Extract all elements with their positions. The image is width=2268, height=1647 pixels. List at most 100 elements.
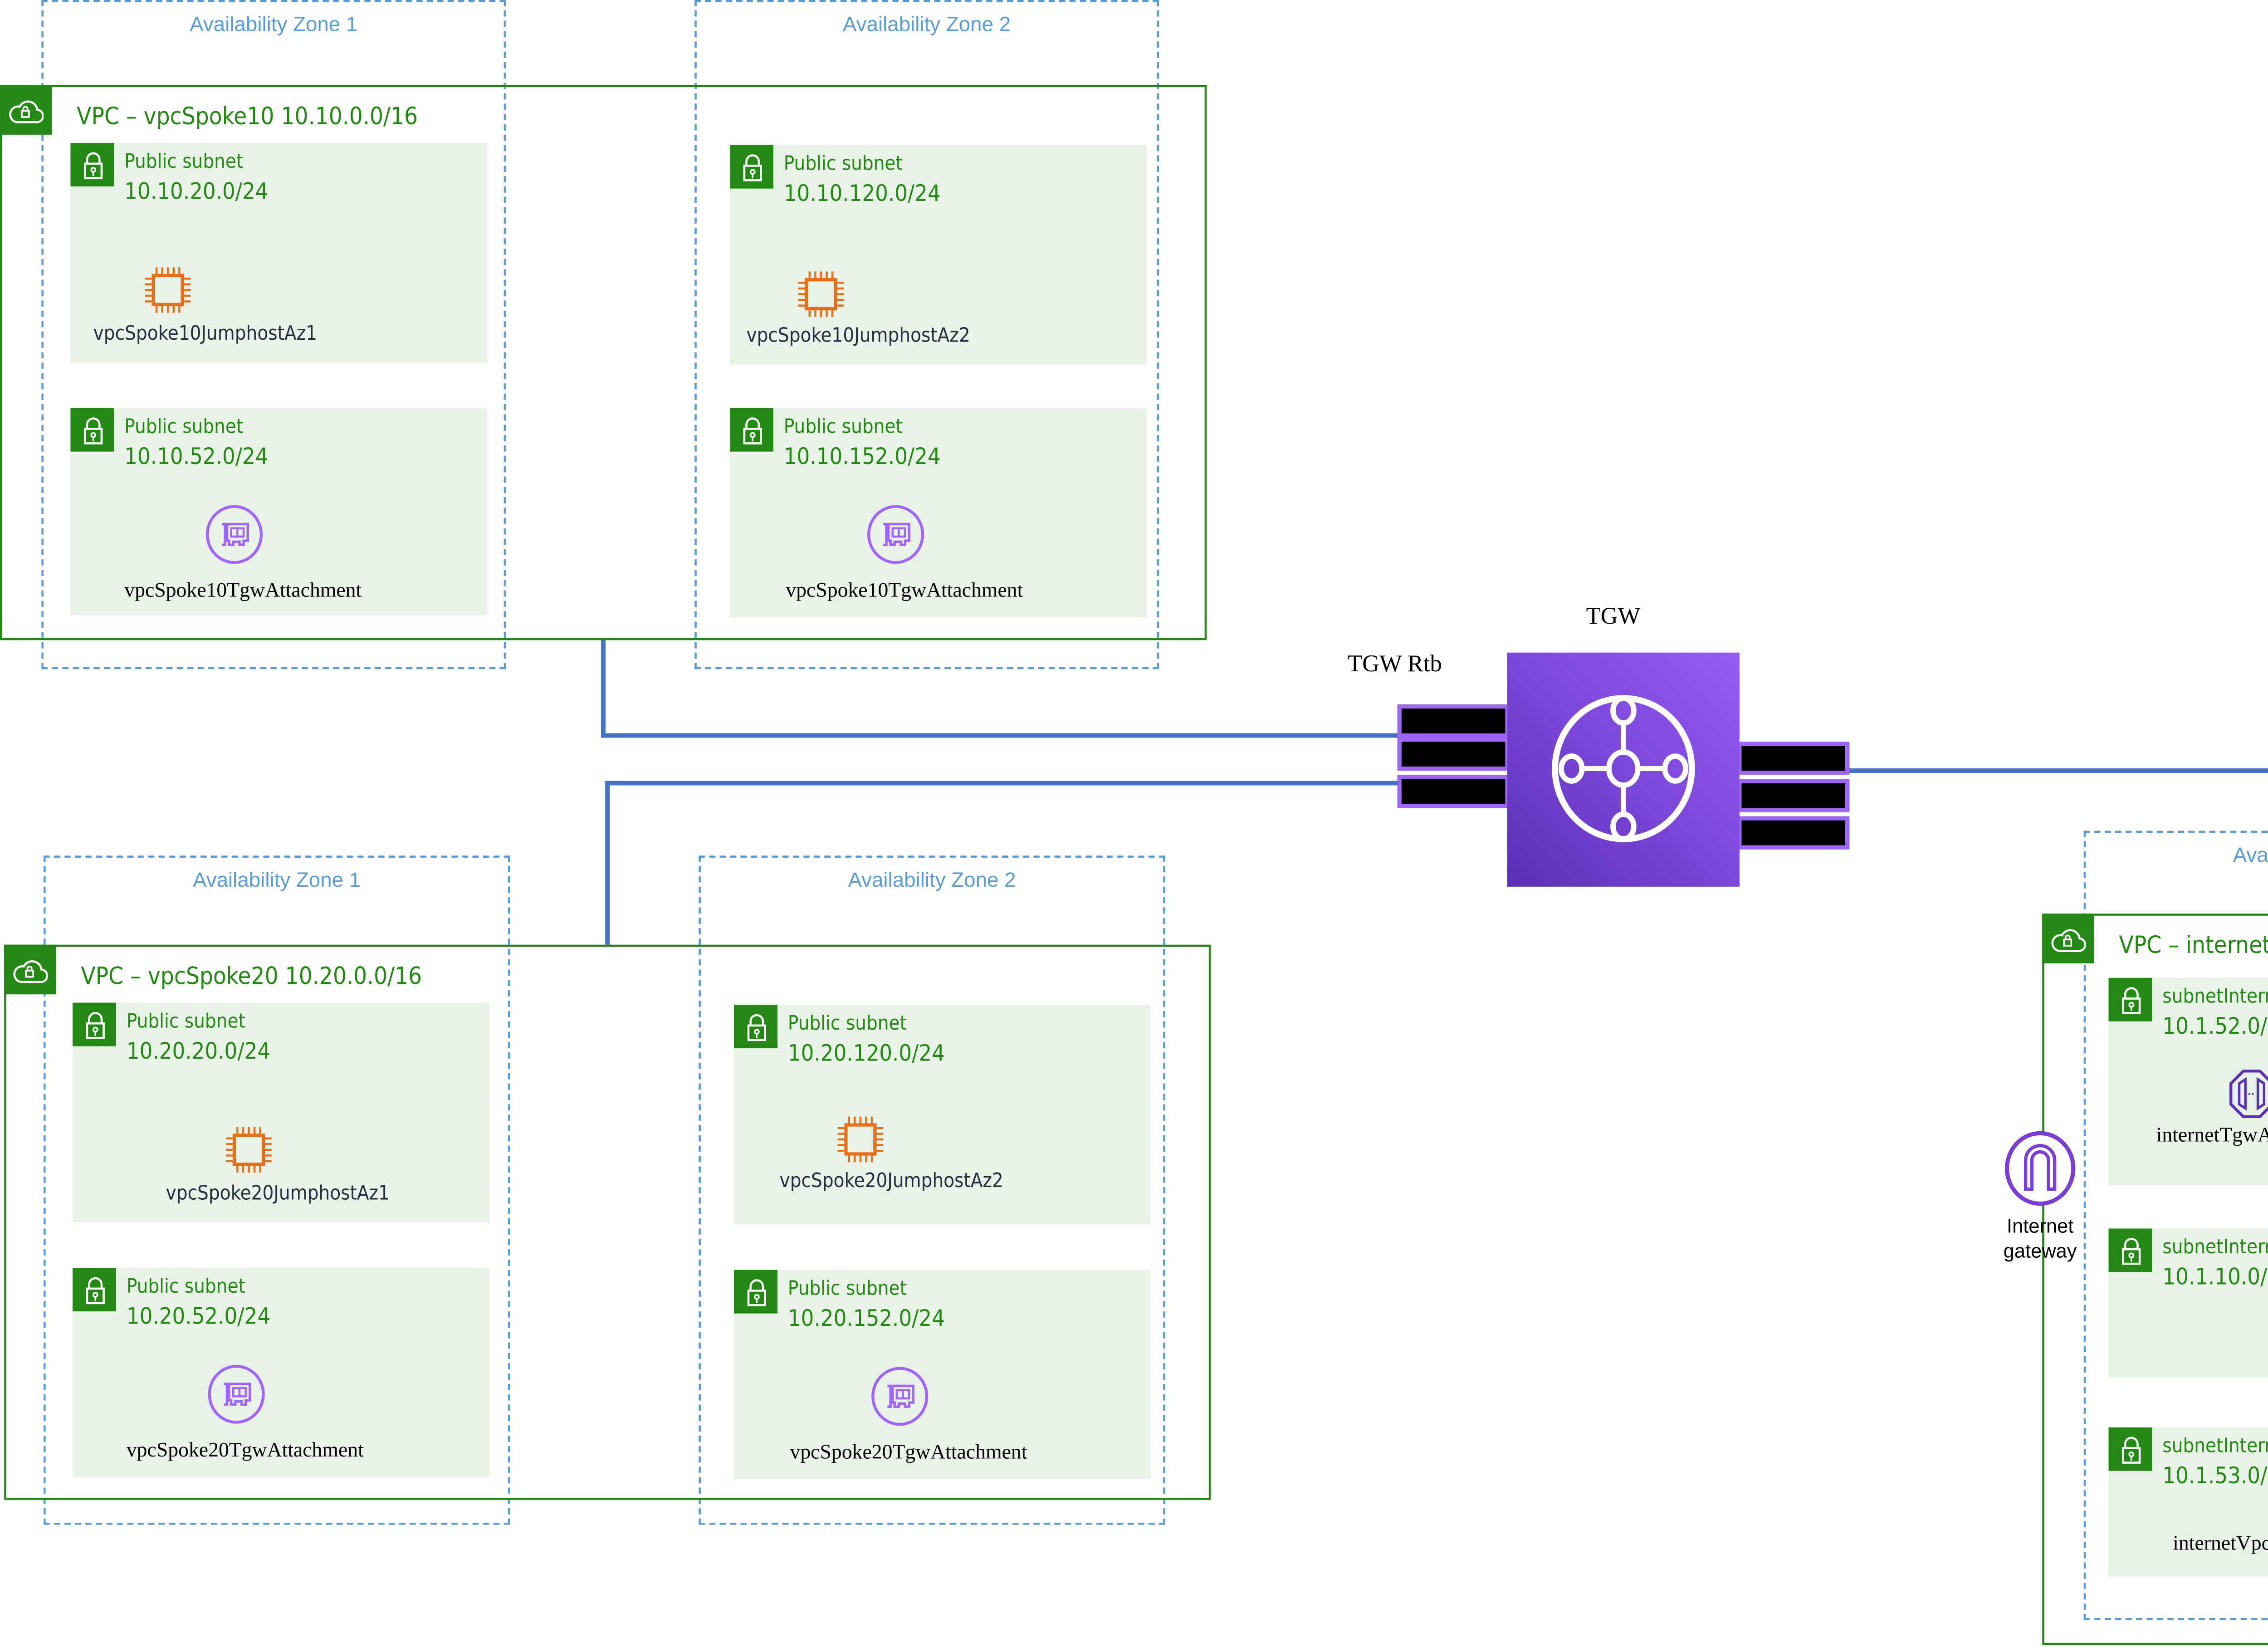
subnet-internet-natg-az1[interactable]: subnetInternetNatgAz1 10.1.53.0/24 inter…: [2108, 1427, 2268, 1577]
subnet-lock-icon: [72, 1002, 116, 1046]
resource-label: vpcSpoke20TgwAttachment: [790, 1442, 1027, 1465]
subnet-lock-icon: [2108, 1228, 2152, 1272]
transit-gateway[interactable]: [1507, 652, 1740, 887]
subnet-cidr: 10.20.120.0/24: [787, 1040, 945, 1067]
subnet-cidr: 10.10.20.0/24: [124, 178, 269, 205]
availability-zone-2: Availability Zone 2: [699, 855, 1165, 1525]
availability-zone-1: Availability Zone 1: [43, 855, 510, 1525]
internet-gateway-label: Internet gateway: [1990, 1216, 2090, 1266]
vpc-internet[interactable]: VPC – internetVpc 10.1.0.0/16: [2042, 914, 2268, 1645]
subnet-spoke10-az1-jumphost[interactable]: Public subnet 10.10.20.0/24 vpcSpoke10Ju…: [70, 143, 488, 363]
subnet-cidr: 10.10.152.0/24: [783, 443, 941, 470]
internet-gateway-label-line2: gateway: [2003, 1241, 2077, 1264]
subnet-name: Public subnet: [783, 416, 903, 440]
tgw-label: TGW: [1586, 605, 1641, 630]
az-label: Availability Zone 1: [193, 870, 361, 893]
availability-zone-2: Availability Zone 2: [694, 0, 1159, 670]
ec2-instance-icon[interactable]: [790, 263, 852, 325]
subnet-name: Public subnet: [787, 1278, 907, 1301]
subnet-name: subnetInternetNatgAz1: [2162, 1436, 2268, 1459]
subnet-name: subnetInternetTgwAttachmentAz1: [2162, 986, 2268, 1009]
subnet-cidr: 10.20.152.0/24: [787, 1305, 945, 1332]
subnet-spoke20-az2-jumphost[interactable]: Public subnet 10.20.120.0/24 vpcSpoke20J…: [734, 1005, 1151, 1225]
vpc-title: VPC – vpcSpoke20 10.20.0.0/16: [81, 961, 422, 991]
subnet-name: Public subnet: [783, 153, 903, 176]
vpc-spoke10[interactable]: VPC – vpcSpoke10 10.10.0.0/16: [0, 85, 1207, 640]
subnet-cidr: 10.20.20.0/24: [126, 1038, 271, 1065]
subnet-spoke10-az2-jumphost[interactable]: Public subnet 10.10.120.0/24 vpcSpoke10J…: [729, 145, 1147, 365]
subnet-lock-icon: [70, 143, 114, 187]
subnet-cidr: 10.20.52.0/24: [126, 1303, 271, 1330]
subnet-internet-tgw-attachment-az1[interactable]: subnetInternetTgwAttachmentAz1 10.1.52.0…: [2108, 977, 2268, 1185]
az-label: Availability Zone 1: [2233, 845, 2268, 868]
subnet-cidr: 10.1.10.0/24: [2162, 1264, 2268, 1291]
tgw-route-table-entry[interactable]: [1397, 775, 1510, 808]
subnet-lock-icon: [2108, 977, 2152, 1021]
resource-label: vpcSpoke10TgwAttachment: [786, 580, 1023, 603]
subnet-cidr: 10.1.53.0/24: [2162, 1462, 2268, 1490]
resource-label: vpcSpoke10TgwAttachment: [124, 580, 362, 603]
subnet-name: Public subnet: [787, 1013, 907, 1036]
tgw-route-table-entry[interactable]: [1397, 704, 1510, 738]
network-interface-icon[interactable]: [203, 503, 265, 566]
connector-spoke10-to-tgw: [601, 638, 1402, 738]
availability-zone-1: Availability Zone 1: [41, 0, 506, 670]
tgw-route-table-entry[interactable]: [1397, 737, 1510, 771]
resource-label: internetTgwAttachment: [2156, 1125, 2268, 1148]
vpc-title: VPC – internetVpc 10.1.0.0/16: [2119, 930, 2268, 959]
resource-label: vpcSpoke20JumphostAz1: [166, 1183, 390, 1206]
subnet-name: subnetInternetJumphostAz1: [2162, 1236, 2268, 1260]
vpc-cloud-lock-icon: [4, 944, 56, 995]
subnet-spoke10-az1-tgw-attachment[interactable]: Public subnet 10.10.52.0/24 vpcSpoke10Tg…: [70, 408, 488, 616]
az-label: Availability Zone 1: [190, 14, 358, 38]
internet-gateway-icon[interactable]: [2003, 1131, 2077, 1206]
ec2-instance-icon[interactable]: [137, 259, 199, 321]
vpc-cloud-lock-icon: [0, 85, 52, 135]
tgw-attachment-port[interactable]: [1737, 742, 1850, 775]
network-interface-icon[interactable]: [865, 503, 927, 566]
vpc-endpoint-icon[interactable]: [2223, 1065, 2268, 1123]
resource-label: vpcSpoke10JumphostAz2: [746, 325, 970, 348]
subnet-lock-icon: [729, 145, 773, 189]
resource-label: vpcSpoke10JumphostAz1: [93, 323, 317, 346]
connector-tgw-to-internetvpc: [1845, 768, 2268, 773]
tgw-rtb-label: TGW Rtb: [1348, 652, 1442, 678]
subnet-cidr: 10.1.52.0/24: [2162, 1013, 2268, 1040]
availability-zone-1: Availability Zone 1: [2083, 831, 2268, 1620]
subnet-lock-icon: [729, 408, 773, 452]
az-label: Availability Zone 2: [843, 14, 1011, 38]
network-interface-icon[interactable]: [205, 1363, 268, 1425]
ec2-instance-icon[interactable]: [829, 1109, 891, 1171]
subnet-lock-icon: [734, 1270, 778, 1314]
subnet-name: Public subnet: [126, 1011, 245, 1034]
internet-gateway-label-line1: Internet: [2007, 1216, 2074, 1239]
subnet-name: Public subnet: [124, 416, 244, 440]
tgw-attachment-port[interactable]: [1737, 816, 1850, 850]
resource-label: vpcSpoke20TgwAttachment: [126, 1440, 364, 1463]
subnet-lock-icon: [734, 1005, 778, 1049]
subnet-name: Public subnet: [126, 1276, 245, 1299]
vpc-spoke20[interactable]: VPC – vpcSpoke20 10.20.0.0/16: [4, 944, 1211, 1500]
subnet-spoke20-az1-jumphost[interactable]: Public subnet 10.20.20.0/24 vpcSpoke20Ju…: [72, 1002, 489, 1222]
ec2-instance-icon[interactable]: [218, 1119, 280, 1181]
resource-label: internetVpcNatgwAz1: [2173, 1533, 2268, 1556]
vpc-title: VPC – vpcSpoke10 10.10.0.0/16: [77, 101, 418, 131]
tgw-attachment-port[interactable]: [1737, 779, 1850, 812]
subnet-cidr: 10.10.52.0/24: [124, 443, 269, 470]
az-label: Availability Zone 2: [848, 870, 1016, 893]
subnet-lock-icon: [2108, 1427, 2152, 1471]
subnet-lock-icon: [70, 408, 114, 452]
subnet-lock-icon: [72, 1268, 116, 1312]
connector-spoke20-to-tgw: [605, 781, 1402, 945]
subnet-spoke20-az2-tgw-attachment[interactable]: Public subnet 10.20.152.0/24 vpcSpoke20T…: [734, 1270, 1151, 1480]
subnet-name: Public subnet: [124, 151, 244, 174]
resource-label: vpcSpoke20JumphostAz2: [779, 1170, 1003, 1193]
subnet-internet-jumphost-az1[interactable]: subnetInternetJumphostAz1 10.1.10.0/24 i…: [2108, 1228, 2268, 1378]
subnet-spoke10-az2-tgw-attachment[interactable]: Public subnet 10.10.152.0/24 vpcSpoke10T…: [729, 408, 1147, 618]
transit-gateway-icon: [1552, 695, 1695, 842]
network-interface-icon[interactable]: [869, 1365, 931, 1427]
subnet-spoke20-az1-tgw-attachment[interactable]: Public subnet 10.20.52.0/24 vpcSpoke20Tg…: [72, 1268, 489, 1477]
subnet-cidr: 10.10.120.0/24: [783, 180, 941, 207]
